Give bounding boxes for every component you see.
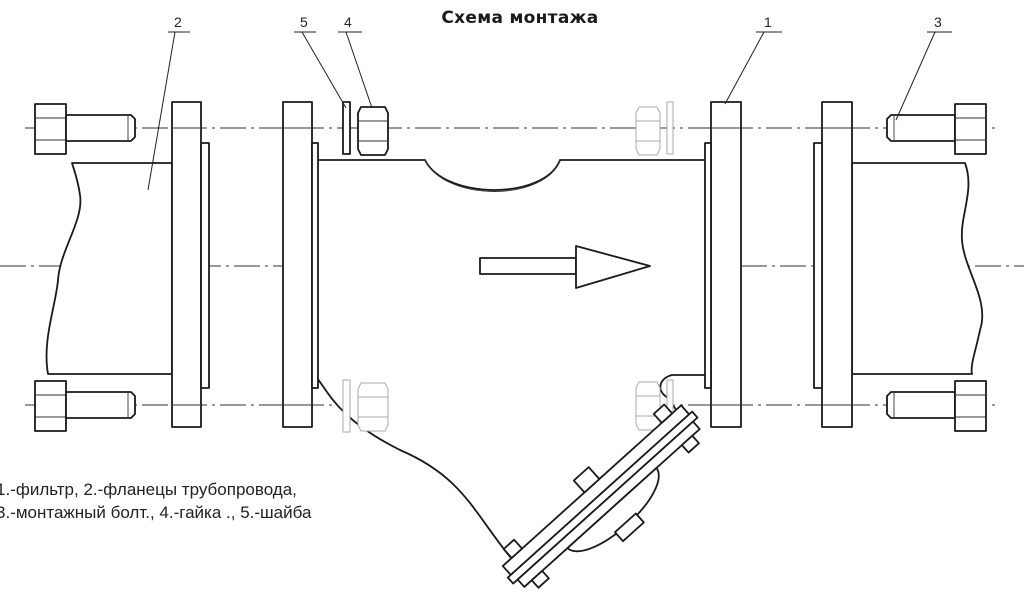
legend: 1.-фильтр, 2.-фланецы трубопровода, 3.-м…	[0, 478, 311, 524]
washer-bottom-left-hidden	[342, 379, 351, 433]
left-bolt-top	[34, 103, 136, 155]
callout-4: 4	[344, 14, 352, 30]
callout-1: 1	[764, 14, 772, 30]
filter-right-flange	[704, 101, 742, 428]
strainer-cap	[501, 403, 701, 589]
callout-5: 5	[300, 14, 308, 30]
right-pipe-flange	[813, 101, 984, 428]
diagram-title: Схема монтажа	[441, 8, 599, 28]
filter-left-flange	[282, 101, 319, 428]
washer-top-right	[666, 101, 674, 155]
leader-lines	[147, 31, 952, 191]
flow-arrow	[479, 245, 651, 289]
right-bolt-bottom	[886, 380, 987, 432]
legend-line-2: 3.-монтажный болт., 4.-гайка ., 5.-шайба	[0, 503, 312, 522]
washer-top-left	[342, 101, 351, 155]
legend-line-1: 1.-фильтр, 2.-фланецы трубопровода,	[0, 480, 297, 499]
nut-bottom-left-hidden	[357, 382, 389, 432]
callout-3: 3	[934, 14, 942, 30]
nut-top-left	[357, 106, 389, 156]
nut-bottom-right	[635, 381, 661, 431]
left-pipe-flange	[45, 101, 210, 428]
left-bolt-bottom	[34, 380, 136, 432]
nut-top-right	[635, 106, 661, 156]
callout-2: 2	[174, 14, 182, 30]
filter-body	[314, 159, 713, 575]
right-bolt-top	[886, 103, 987, 155]
